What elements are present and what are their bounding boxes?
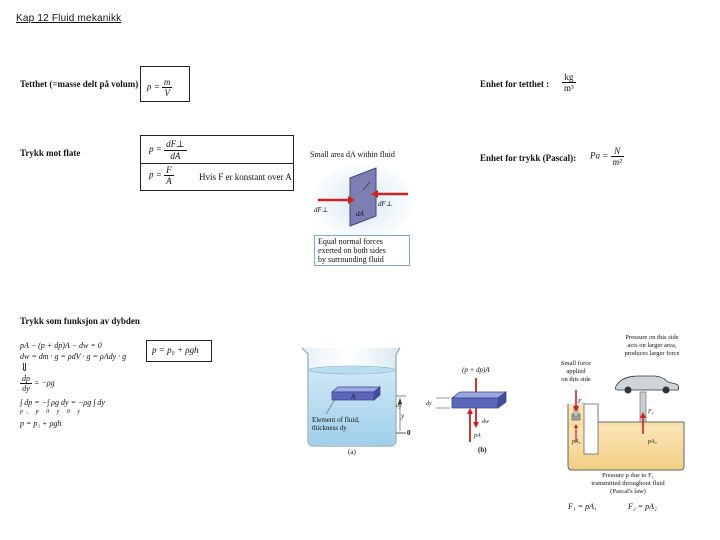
density-formula-den: V bbox=[164, 88, 170, 98]
density-unit-label: Enhet for tetthet : bbox=[480, 79, 550, 89]
page-title: Kap 12 Fluid mekanikk bbox=[16, 13, 122, 24]
depth-eq3-rhs: = −ρg bbox=[34, 378, 55, 388]
depth-boxed-text: p = p₀ + ρgh bbox=[152, 345, 199, 355]
hydraulic-eq-F2: F₂ = pA₂ bbox=[628, 502, 657, 511]
element-label-dw: dw bbox=[482, 419, 490, 425]
area-label-dF-left: dF⊥ bbox=[314, 206, 329, 214]
hydraulic-eq-F1: F₁ = pA₁ bbox=[568, 502, 597, 511]
pressure-formula2-note: Hvis F er konstant over A bbox=[199, 172, 292, 182]
pressure-unit-den: m² bbox=[612, 157, 622, 167]
hydraulic-bottom-note-line-3: (Pascal's law) bbox=[610, 488, 646, 495]
depth-eq2: dw = dm · g = ρdV · g = ρAdy · g bbox=[20, 352, 127, 361]
element-label-pA: pA bbox=[474, 433, 481, 439]
beaker-label-dy: dy bbox=[396, 403, 402, 409]
element-label-dy: dy bbox=[426, 401, 432, 407]
pressure-formula2-lhs: p = bbox=[149, 169, 162, 180]
density-formula-lhs: ρ = bbox=[147, 81, 160, 92]
depth-eq1: pA − (p + dp)A − dw = 0 bbox=[20, 341, 102, 350]
pressure-unit-num: N bbox=[610, 146, 624, 157]
pressure-formula1-lhs: p = bbox=[149, 144, 162, 155]
pressure-unit-label: Enhet for trykk (Pascal): bbox=[480, 153, 577, 163]
pressure-formula1-num: dF⊥ bbox=[164, 139, 187, 151]
hydraulic-bottom-note-line-1: Pressure p due to F₁ bbox=[601, 472, 655, 479]
beaker-drawing bbox=[301, 347, 406, 447]
hydraulic-top-note-line-1: Pressure on this side bbox=[625, 334, 679, 341]
beaker-caption: Element of fluid, thickness dy bbox=[312, 416, 360, 432]
hydraulic-small-force-note: Small force applied on this side bbox=[554, 360, 598, 384]
density-unit-den: m³ bbox=[564, 83, 574, 93]
depth-eq5: p = p₁ + ρgh bbox=[20, 419, 62, 428]
area-figure: Small area dA within fluid dF⊥ dF⊥ dA Eq… bbox=[308, 148, 418, 274]
density-label: Tetthet (=masse delt på volum) bbox=[20, 79, 139, 89]
hydraulic-label-F1: F₁ bbox=[578, 399, 584, 405]
beaker-figure: A y dy 0 Element of fluid, thickness dy … bbox=[296, 340, 414, 458]
beaker-label-y: y bbox=[401, 412, 405, 420]
beaker-sub-a: (a) bbox=[348, 448, 356, 456]
depth-derivation: pA − (p + dp)A − dw = 0 dw = dm · g = ρd… bbox=[20, 340, 148, 430]
beaker-label-A: A bbox=[351, 393, 356, 401]
depth-label: Trykk som funksjon av dybden bbox=[20, 316, 140, 326]
beaker-caption-line-2: thickness dy bbox=[312, 424, 347, 432]
hydraulic-figure: Pressure on this side acts on larger are… bbox=[548, 334, 718, 516]
depth-implies-arrow: ⇓ bbox=[20, 362, 30, 374]
hydraulic-label-pA2: pA₂ bbox=[648, 439, 657, 445]
hydraulic-bottom-note: Pressure p due to F₁ transmitted through… bbox=[588, 472, 668, 496]
pressure-unit-lhs: Pa = bbox=[590, 150, 609, 161]
element-sub-b: (b) bbox=[478, 446, 487, 454]
pressure-formula2-den: A bbox=[166, 176, 172, 186]
hydraulic-top-note: Pressure on this side acts on larger are… bbox=[608, 334, 696, 358]
hydraulic-label-pA1: pA₁ bbox=[572, 439, 581, 445]
hydraulic-small-force-line-2: applied bbox=[566, 368, 586, 375]
beaker-label-0: 0 bbox=[407, 429, 411, 437]
beaker-caption-line-1: Element of fluid, bbox=[312, 416, 360, 424]
density-unit-num: kg bbox=[562, 72, 576, 83]
car-icon bbox=[614, 375, 680, 391]
area-caption-line-3: by surrounding fluid bbox=[318, 255, 384, 264]
pressure-formula2-num: F bbox=[164, 165, 174, 176]
element-top-force: (p + dp)A bbox=[462, 366, 490, 374]
area-figure-title: Small area dA within fluid bbox=[310, 150, 395, 159]
hydraulic-top-note-line-2: acts on larger area, bbox=[627, 342, 677, 349]
pressure-formula1-den: dA bbox=[170, 151, 181, 161]
depth-eq3-den: dy bbox=[22, 384, 30, 393]
density-formula-num: m bbox=[161, 77, 173, 88]
hydraulic-bottom-note-line-2: transmitted throughout fluid bbox=[591, 480, 665, 487]
depth-eq4: ∫ dp = −∫ ρg dy = −ρg ∫ dy bbox=[20, 398, 105, 407]
area-caption-line-1: Equal normal forces bbox=[318, 237, 383, 246]
area-caption-box: Equal normal forces exerted on both side… bbox=[314, 235, 410, 266]
element-figure: (p + dp)A dy dw pA (b) bbox=[424, 366, 516, 456]
hydraulic-small-force-line-1: Small force bbox=[560, 360, 592, 367]
depth-eq3-num: dp bbox=[20, 374, 32, 384]
area-label-dF-right: dF⊥ bbox=[378, 200, 393, 208]
area-caption-line-2: exerted on both sides bbox=[318, 246, 386, 255]
hydraulic-label-F2: F₂ bbox=[648, 409, 654, 415]
hydraulic-top-note-line-3: produces larger force bbox=[624, 350, 680, 357]
area-figure-drawing bbox=[313, 164, 413, 240]
area-label-dA: dA bbox=[356, 210, 364, 218]
pressure-label: Trykk mot flate bbox=[20, 148, 81, 158]
hydraulic-small-force-line-3: on this side bbox=[561, 376, 591, 383]
element-drawing bbox=[436, 378, 508, 442]
depth-eq4-limits: p₁ p 0 y 0 y bbox=[20, 409, 83, 415]
depth-boxed-formula: p = p₀ + ρgh bbox=[146, 340, 212, 362]
hydraulic-drawing bbox=[567, 375, 685, 471]
